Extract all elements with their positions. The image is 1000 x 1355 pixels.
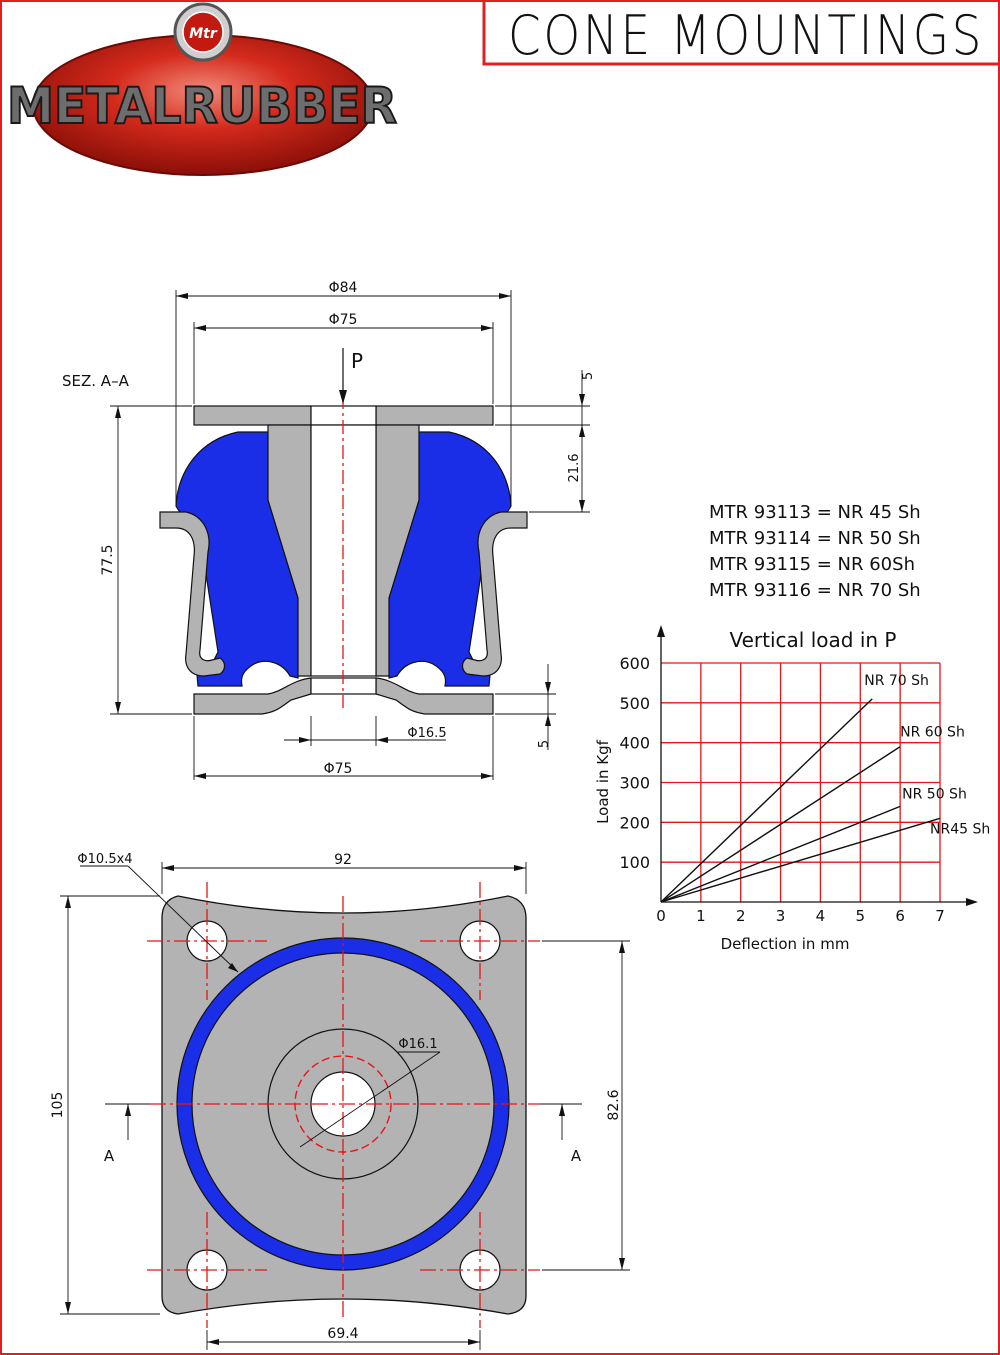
y-tick-label: 600 <box>619 654 650 673</box>
plan-centerlines <box>147 882 540 1328</box>
section-dimension-lines <box>110 290 590 780</box>
chart-title: Vertical load in P <box>730 628 897 652</box>
x-tick-label: 1 <box>696 907 706 925</box>
series-line <box>660 817 941 903</box>
series-label: NR45 Sh <box>930 821 990 837</box>
series-label: NR 60 Sh <box>900 725 965 741</box>
bottom-plate-right <box>375 677 494 715</box>
page-title: CONE MOUNTINGS <box>508 4 984 67</box>
section-view: P SEZ. A–A <box>62 280 596 780</box>
y-tick-label: 400 <box>619 734 650 753</box>
y-tick-label: 200 <box>619 813 650 832</box>
section-mark-left: A <box>104 1147 115 1165</box>
chart-y-axis-label: Load in Kgf <box>594 739 612 824</box>
model-list: MTR 93113 = NR 45 Sh MTR 93114 = NR 50 S… <box>709 502 921 601</box>
x-tick-label: 3 <box>776 907 786 925</box>
dim-upper-height: 21.6 <box>567 454 582 483</box>
top-plate-left <box>193 405 312 426</box>
series-line <box>660 805 901 903</box>
x-tick-label: 2 <box>736 907 746 925</box>
chart-grid <box>661 662 941 902</box>
x-axis-arrow <box>966 898 978 906</box>
load-arrow-head <box>339 390 347 404</box>
series-label: NR 70 Sh <box>864 673 929 689</box>
outer-flange-right <box>461 511 528 677</box>
x-tick-label: 7 <box>935 907 945 925</box>
title-block: CONE MOUNTINGS <box>482 1 998 67</box>
series-label: NR 50 Sh <box>902 786 967 802</box>
logo-badge-text: Mtr <box>189 26 218 42</box>
logo-wordmark: METALRUBBER <box>7 77 397 135</box>
plan-dimension-lines <box>60 862 630 1350</box>
dim-plate-top: 5 <box>581 372 596 380</box>
x-tick-label: 6 <box>895 907 905 925</box>
plan-view: 92 Φ10.5x4 105 82.6 69.4 Φ16.1 A A <box>50 852 630 1350</box>
dim-height: 105 <box>50 1092 66 1119</box>
dim-center-bore: Φ16.1 <box>398 1037 437 1052</box>
dim-outer-top: Φ84 <box>329 280 358 296</box>
dim-base-diameter: Φ75 <box>324 761 353 777</box>
dim-plate-bottom: 5 <box>537 740 552 748</box>
y-tick-label: 500 <box>619 694 650 713</box>
y-axis-arrow <box>657 625 665 637</box>
dim-hole-pitch-v: 82.6 <box>606 1089 622 1120</box>
series-line <box>660 746 901 903</box>
model-line: MTR 93115 = NR 60Sh <box>709 554 915 575</box>
dim-bore: Φ16.5 <box>407 726 446 741</box>
metalrubber-logo: Mtr METALRUBBER <box>6 2 398 176</box>
dim-inner-top: Φ75 <box>329 312 358 328</box>
series-line <box>660 698 873 903</box>
bottom-plate-left <box>193 677 312 715</box>
top-plate-right <box>375 405 494 426</box>
load-deflection-chart: Vertical load in P 0 1 2 3 4 5 6 7 100 200 300 400 5… <box>594 625 990 953</box>
dim-holes: Φ10.5x4 <box>77 852 132 867</box>
model-line: MTR 93114 = NR 50 Sh <box>709 528 921 549</box>
outer-flange-left <box>159 511 226 677</box>
section-mark-right: A <box>571 1147 582 1165</box>
x-tick-label: 0 <box>656 907 666 925</box>
logo-badge <box>182 11 224 53</box>
model-line: MTR 93116 = NR 70 Sh <box>709 580 921 601</box>
chart-series-group: NR 70 Sh NR 60 Sh NR 50 Sh NR45 Sh <box>660 673 990 903</box>
dim-width: 92 <box>334 852 352 868</box>
section-dimension-arrows <box>115 293 585 779</box>
dim-total-height: 77.5 <box>100 544 116 575</box>
y-tick-label: 300 <box>619 774 650 793</box>
load-label: P <box>351 349 363 373</box>
plan-dimension-arrows <box>65 865 625 1345</box>
x-tick-label: 4 <box>816 907 826 925</box>
title-box-border <box>482 1 998 66</box>
chart-axes: 0 1 2 3 4 5 6 7 100 200 300 400 500 600 <box>619 625 978 925</box>
x-tick-label: 5 <box>856 907 866 925</box>
model-line: MTR 93113 = NR 45 Sh <box>709 502 921 523</box>
section-label: SEZ. A–A <box>62 372 130 390</box>
dim-hole-pitch-h: 69.4 <box>327 1326 358 1342</box>
chart-x-axis-label: Deflection in mm <box>721 935 850 953</box>
y-tick-label: 100 <box>619 853 650 872</box>
